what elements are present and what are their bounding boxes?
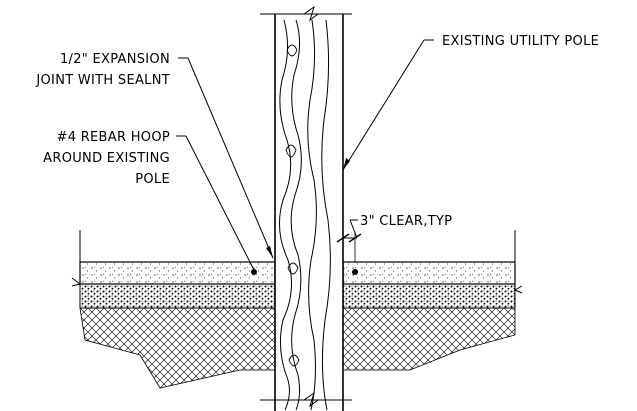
compacted-soil-left	[79, 307, 276, 389]
rebar-hoop-right	[352, 269, 358, 275]
clearance-label: 3" CLEAR,TYP	[360, 214, 452, 229]
rebar-hoop-label-line1: #4 REBAR HOOP	[57, 130, 171, 145]
gravel-base-right	[342, 283, 523, 309]
concrete-slab-right	[342, 230, 516, 285]
gravel-base-left	[71, 277, 276, 309]
concrete-slab-left	[79, 230, 276, 285]
rebar-hoop-label-line3: POLE	[135, 172, 170, 187]
expansion-joint-label-line2: JOINT WITH SEALNT	[35, 73, 170, 88]
expansion-joint-leader	[178, 57, 274, 259]
compacted-soil-right	[342, 307, 516, 371]
rebar-hoop-leader	[176, 135, 255, 271]
rebar-hoop-left	[251, 269, 257, 275]
utility-pole	[260, 5, 352, 411]
expansion-joint-label-line1: 1/2" EXPANSION	[60, 52, 170, 67]
utility-pole-leader	[342, 39, 434, 171]
clearance-dimension	[336, 219, 362, 262]
utility-pole-label: EXISTING UTILITY POLE	[442, 34, 599, 49]
rebar-hoop-label-line2: AROUND EXISTING	[43, 151, 170, 166]
